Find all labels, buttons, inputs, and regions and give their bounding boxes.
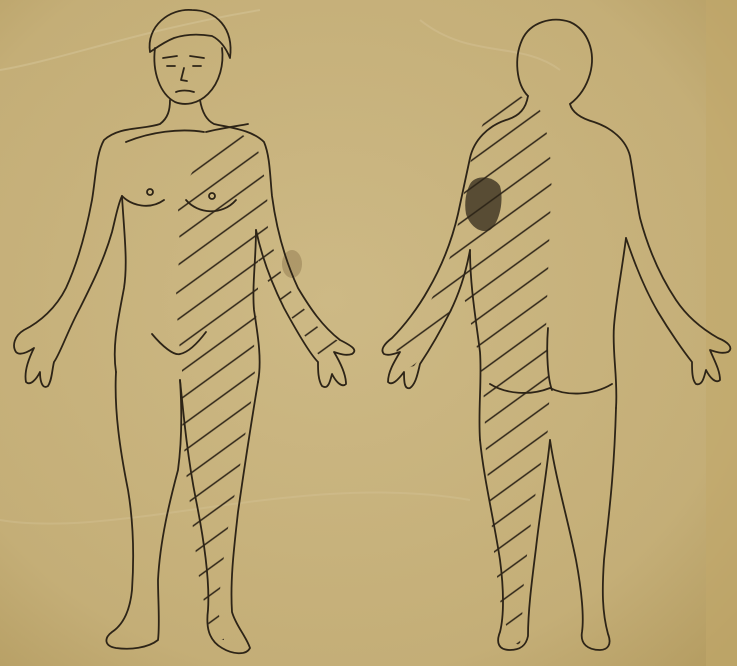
anatomical-plate: [0, 0, 737, 666]
paper-background: [0, 0, 737, 666]
plate-drawing: [0, 0, 737, 666]
